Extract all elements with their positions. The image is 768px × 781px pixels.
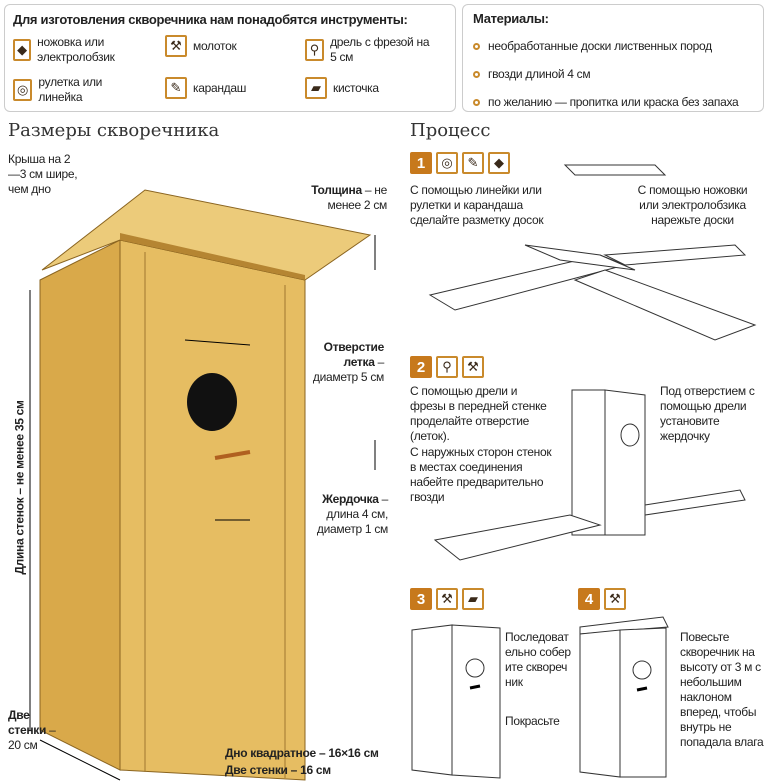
step-2-header: 2⚲⚒ [410,356,484,378]
tool-item: ✎карандаш [165,77,246,99]
drill-icon: ⚲ [436,356,458,378]
step-2-text: С помощью дрели и фрезы в передней стенк… [410,384,547,443]
step-4-header: 4⚒ [578,588,626,610]
step-2-text: С наружных сторон стенок в местах соедин… [410,445,552,504]
assembly-illustration [433,389,746,561]
material-item: необработанные доски лиственных пород [473,39,753,54]
step-3-text: Последовательно соберите скворечник [505,630,571,689]
saw-icon: ◆ [13,39,32,61]
hammer-icon: ⚒ [165,35,187,57]
materials-title: Материалы: [473,11,549,26]
brush-icon: ▰ [305,77,327,99]
perch-label: Жердочка – длина 4 см, диаметр 1 см [316,492,388,536]
material-item: по желанию — пропитка или краска без зап… [473,95,753,110]
materials-panel: Материалы: необработанные доски лиственн… [462,4,764,112]
tape-measure-icon: ◎ [13,79,33,101]
bullet-icon [473,99,480,106]
side-walls-label: Две стенки – 20 см [8,708,56,752]
bottom-label: Дно квадратное – 16×16 см [225,746,379,760]
tool-item: ⚒молоток [165,35,237,57]
birdhouse-illustration [29,189,376,781]
tools-title: Для изготовления скворечника нам понадоб… [13,12,408,27]
tape-measure-icon: ◎ [436,152,458,174]
tool-item: ⚲дрель с фрезой на 5 см [305,35,435,65]
process-title: Процесс [410,120,491,141]
step-4-text: Повесьте скворечник на высоту от 3 м с н… [680,630,764,749]
hanging-birdhouse-illustration [579,616,669,778]
pencil-icon: ✎ [165,77,187,99]
tools-panel: Для изготовления скворечника нам понадоб… [4,4,456,112]
step-1-text: С помощью ножовки или электролобзика нар… [637,183,748,227]
front-walls-label: Две стенки – 16 см [225,763,331,777]
tool-item: ▰кисточка [305,77,379,99]
tool-item: ◎рулетка или линейка [13,75,133,105]
step-3-header: 3⚒▰ [410,588,484,610]
pencil-icon: ✎ [462,152,484,174]
hammer-icon: ⚒ [436,588,458,610]
wall-length-label: Длина стенок – не менее 35 см [12,400,27,575]
bullet-icon [473,43,480,50]
hammer-icon: ⚒ [604,588,626,610]
step-1-text: С помощью линейки или рулетки и карандаш… [410,183,544,227]
saw-icon: ◆ [488,152,510,174]
step-2-text: Под отверстием с помощью дрели установит… [660,384,755,443]
material-item: гвозди длиной 4 см [473,67,753,82]
thickness-label: Толщина – не менее 2 см [311,183,387,212]
hammer-icon: ⚒ [462,356,484,378]
boards-illustration [428,164,757,341]
assembled-birdhouse-illustration [411,624,501,779]
tool-item: ◆ножовка или электролобзик [13,35,153,65]
step-1-header: 1◎✎◆ [410,152,510,174]
hole-label: Отверстие летка – диаметр 5 см [312,340,384,384]
roof-label: Крыша на 2—3 см шире, чем дно [8,152,78,196]
drill-icon: ⚲ [305,39,325,61]
brush-icon: ▰ [462,588,484,610]
step-3-text: Покрасьте [505,714,560,728]
bullet-icon [473,71,480,78]
dimensions-title: Размеры скворечника [8,120,220,141]
